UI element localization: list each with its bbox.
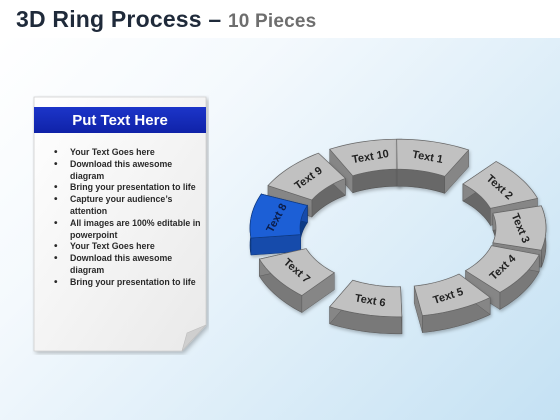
ring-segment-1: Text 1 — [396, 138, 470, 194]
title-subtitle: 10 Pieces — [227, 11, 317, 32]
bullet-item: Download this awesome diagram — [44, 159, 204, 183]
ring-segment-5: Text 5 — [413, 273, 491, 333]
bullet-item: Bring your presentation to life — [44, 277, 204, 289]
bullet-item: Capture your audience’s attention — [44, 194, 204, 218]
bullet-item: Download this awesome diagram — [44, 253, 204, 277]
ring-segment-label: Text 1 — [411, 149, 444, 166]
page-title: 3D Ring Process – 10 Pieces — [16, 6, 316, 33]
bullet-item: All images are 100% editable in powerpoi… — [44, 218, 204, 242]
ring-segment-6: Text 6 — [329, 279, 403, 335]
ring-segment-4: Text 4 — [464, 245, 540, 310]
bullet-item: Your Text Goes here — [44, 241, 204, 253]
text-card: Put Text Here Your Text Goes here Downlo… — [32, 95, 209, 355]
bullet-list: Your Text Goes here Download this awesom… — [44, 147, 204, 289]
ring-segment-8: Text 8 — [249, 193, 309, 256]
bullet-item: Bring your presentation to life — [44, 182, 204, 194]
ring-segment-label: Text 6 — [354, 292, 387, 309]
bullet-item: Your Text Goes here — [44, 147, 204, 159]
card-header: Put Text Here — [34, 107, 206, 133]
title-main: 3D Ring Process – — [16, 6, 228, 32]
ring-segment-10: Text 10 — [329, 138, 403, 194]
ring-segment-7: Text 7 — [258, 248, 336, 314]
